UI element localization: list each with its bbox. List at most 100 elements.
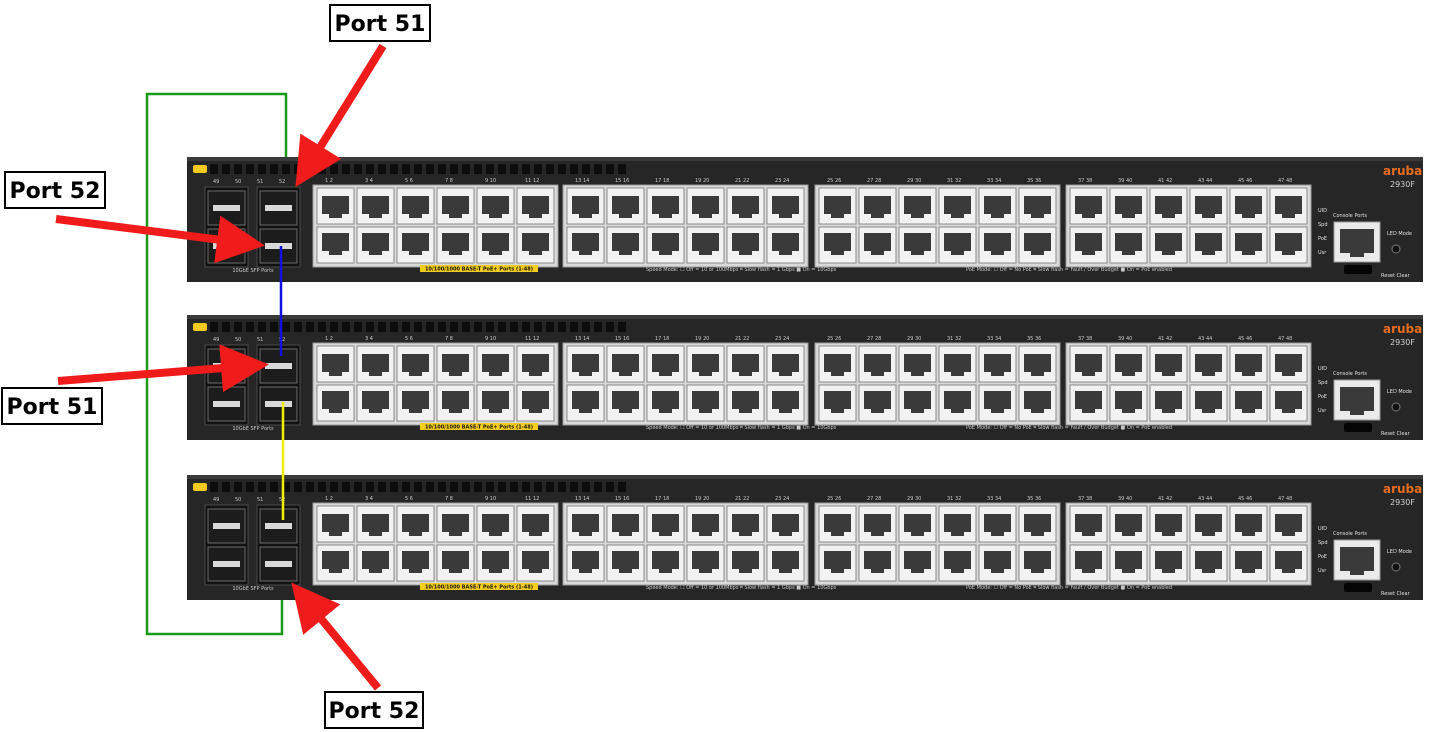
uid-badge-icon xyxy=(193,323,207,331)
port-number: 43 44 xyxy=(1198,496,1212,502)
port-number: 43 44 xyxy=(1198,178,1212,184)
port-number: 1 2 xyxy=(325,178,333,184)
port-number: 33 34 xyxy=(987,496,1001,502)
speed-mode-legend: Speed Mode: ☐ Off = 10 or 100Mbps ⌗ Slow… xyxy=(646,585,837,591)
poe-ports-label: 10/100/1000 BASE-T PoE+ Ports (1-48) xyxy=(425,585,533,591)
callout-label: Port 52 xyxy=(329,699,420,724)
port-number: 1 2 xyxy=(325,336,333,342)
port-number: 39 40 xyxy=(1118,496,1132,502)
led-mode-button[interactable] xyxy=(1391,402,1401,412)
console-ports-label: Console Ports xyxy=(1333,531,1367,537)
port-group-25-36 xyxy=(814,502,1061,586)
sfp-port-number: 49 xyxy=(213,337,219,343)
port-number: 15 16 xyxy=(615,178,629,184)
model-number: 2930F xyxy=(1390,180,1415,189)
led-mode-button[interactable] xyxy=(1391,244,1401,254)
console-ports-label: Console Ports xyxy=(1333,371,1367,377)
callout-port51-top: Port 51 xyxy=(329,4,431,42)
port-number: 47 48 xyxy=(1278,496,1292,502)
port-number: 17 18 xyxy=(655,496,669,502)
status-led-label: Usr xyxy=(1318,408,1327,414)
port-number: 45 46 xyxy=(1238,336,1252,342)
uid-badge-icon xyxy=(193,165,207,173)
port-number: 31 32 xyxy=(947,496,961,502)
led-mode-label: LED Mode xyxy=(1387,389,1412,395)
speed-mode-legend: Speed Mode: ☐ Off = 10 or 100Mbps ⌗ Slow… xyxy=(646,425,837,431)
sfp-port-number: 50 xyxy=(235,497,241,503)
port-number: 19 20 xyxy=(695,178,709,184)
callout-port52-bottom: Port 52 xyxy=(324,691,424,729)
port-number: 5 6 xyxy=(405,178,413,184)
port-number: 3 4 xyxy=(365,336,373,342)
brand-logo: aruba xyxy=(1383,482,1422,496)
console-ports-label: Console Ports xyxy=(1333,213,1367,219)
sfp-port-number: 50 xyxy=(235,179,241,185)
sfp-port-number: 51 xyxy=(257,179,263,185)
arrow-port51-top xyxy=(295,43,387,187)
poe-label-bar xyxy=(420,265,538,272)
usb-port[interactable] xyxy=(1344,583,1372,592)
port-group-37-48 xyxy=(1065,502,1312,586)
sfp-port-number: 52 xyxy=(279,179,285,185)
port-number: 7 8 xyxy=(445,336,453,342)
poe-ports-label: 10/100/1000 BASE-T PoE+ Ports (1-48) xyxy=(425,425,533,431)
ring-link-cable xyxy=(145,92,288,636)
port-number: 9 10 xyxy=(485,178,496,184)
callout-label: Port 52 xyxy=(10,179,101,204)
port-number: 19 20 xyxy=(695,336,709,342)
port-number: 13 14 xyxy=(575,496,589,502)
led-mode-button[interactable] xyxy=(1391,562,1401,572)
sfp-port-number: 50 xyxy=(235,337,241,343)
port-number: 21 22 xyxy=(735,178,749,184)
poe-ports-label: 10/100/1000 BASE-T PoE+ Ports (1-48) xyxy=(425,267,533,273)
port-number: 25 26 xyxy=(827,336,841,342)
port-number: 3 4 xyxy=(365,178,373,184)
usb-port[interactable] xyxy=(1344,423,1372,432)
status-led-label: PoE xyxy=(1318,554,1327,560)
sfp-ports-label: 10GbE SFP Ports xyxy=(232,586,274,592)
port-number: 43 44 xyxy=(1198,336,1212,342)
port-number: 35 36 xyxy=(1027,496,1041,502)
port-group-1-12 xyxy=(312,184,559,268)
port-number: 47 48 xyxy=(1278,336,1292,342)
port-group-13-24 xyxy=(562,502,809,586)
port-number: 15 16 xyxy=(615,496,629,502)
chassis-top-edge xyxy=(187,315,1423,319)
port-number: 45 46 xyxy=(1238,178,1252,184)
arrow-port51-left xyxy=(57,344,269,393)
poe-mode-legend: PoE Mode: ☐ Off = No PoE ⌗ Slow flash = … xyxy=(966,585,1172,591)
port-group-25-36 xyxy=(814,342,1061,426)
port-number: 1 2 xyxy=(325,496,333,502)
port-number: 41 42 xyxy=(1158,178,1172,184)
status-led-label: PoE xyxy=(1318,394,1327,400)
port-number: 29 30 xyxy=(907,178,921,184)
usb-port[interactable] xyxy=(1344,265,1372,274)
port-number: 41 42 xyxy=(1158,496,1172,502)
reset-clear-label: Reset Clear xyxy=(1381,431,1411,437)
brand-logo: aruba xyxy=(1383,164,1422,178)
port-group-13-24 xyxy=(562,184,809,268)
led-mode-label: LED Mode xyxy=(1387,549,1412,555)
status-led-label: Spd xyxy=(1318,540,1328,546)
brand-logo: aruba xyxy=(1383,322,1422,336)
port-number: 13 14 xyxy=(575,178,589,184)
port-number: 41 42 xyxy=(1158,336,1172,342)
sfp-port-number: 49 xyxy=(213,497,219,503)
status-led-label: UID xyxy=(1318,208,1327,214)
poe-mode-legend: PoE Mode: ☐ Off = No PoE ⌗ Slow flash = … xyxy=(966,425,1172,431)
port-number: 35 36 xyxy=(1027,336,1041,342)
port-number: 25 26 xyxy=(827,496,841,502)
port-number: 31 32 xyxy=(947,336,961,342)
status-led-label: Usr xyxy=(1318,568,1327,574)
arrow-port52-bottom xyxy=(291,582,382,691)
sfp-ports xyxy=(204,186,301,268)
model-number: 2930F xyxy=(1390,498,1415,507)
reset-clear-label: Reset Clear xyxy=(1381,273,1411,279)
port-number: 23 24 xyxy=(775,178,789,184)
chassis-top-edge xyxy=(187,157,1423,161)
speed-mode-legend: Speed Mode: ☐ Off = 10 or 100Mbps ⌗ Slow… xyxy=(646,267,837,273)
port-number: 23 24 xyxy=(775,496,789,502)
reset-clear-label: Reset Clear xyxy=(1381,591,1411,597)
